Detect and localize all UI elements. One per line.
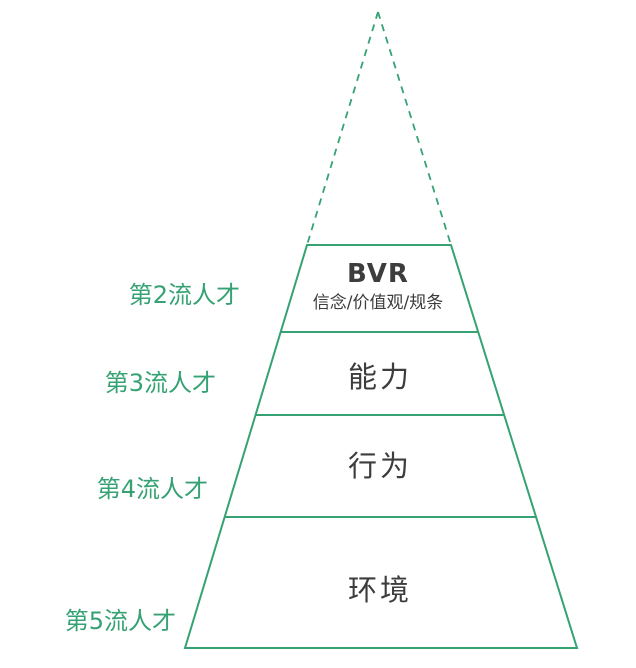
pyramid-outline xyxy=(183,244,579,649)
level-1-subtitle: 信念/价值观/规条 xyxy=(313,292,443,313)
tier-label-3: 第3流人才 xyxy=(105,369,216,397)
tier-label-2: 第2流人才 xyxy=(129,281,240,309)
level-3-title: 行为 xyxy=(348,449,412,483)
tier-label-5: 第5流人才 xyxy=(65,607,176,635)
level-4-title: 环境 xyxy=(348,573,412,607)
apex-dashed-left-edge xyxy=(306,11,379,246)
level-2-title: 能力 xyxy=(348,360,412,394)
level-1-title: BVR xyxy=(347,259,409,289)
apex-dashed-right-edge xyxy=(377,11,452,246)
tier-label-4: 第4流人才 xyxy=(97,475,208,503)
